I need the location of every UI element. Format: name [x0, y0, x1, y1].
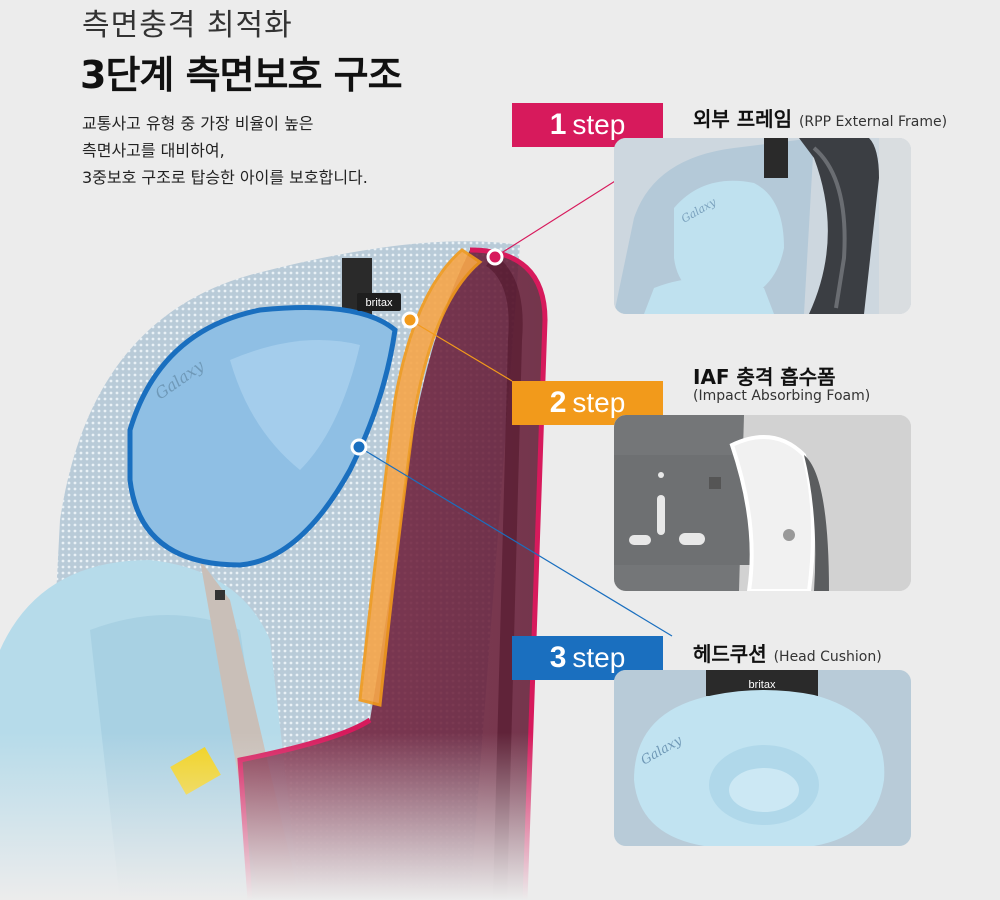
- step-word: step: [572, 109, 626, 140]
- step-number: 3: [549, 641, 567, 674]
- page-title: 3단계 측면보호 구조: [80, 53, 403, 97]
- marker-step1: [486, 248, 504, 266]
- step-number: 2: [549, 386, 567, 419]
- step-word: step: [572, 642, 626, 673]
- brand-tag: britax: [749, 679, 776, 691]
- step-number: 1: [549, 108, 567, 141]
- step3-subtitle: (Head Cushion): [773, 649, 882, 665]
- step3-photo: britax Galaxy: [614, 670, 911, 846]
- step-word: step: [572, 387, 626, 418]
- marker-step3: [350, 438, 368, 456]
- step2-subtitle: (Impact Absorbing Foam): [693, 388, 871, 404]
- step1-label: 외부 프레임 (RPP External Frame): [693, 103, 947, 132]
- page-subtitle: 측면충격 최적화: [82, 8, 293, 43]
- marker-step2: [401, 311, 419, 329]
- description-line: 측면사고를 대비하여,: [82, 141, 225, 160]
- car-seat-illustration: britax Galaxy: [0, 230, 560, 900]
- step1-photo: Galaxy: [614, 138, 911, 314]
- step3-title: 헤드쿠션: [693, 642, 767, 666]
- step2-photo: [614, 415, 911, 591]
- description: 교통사고 유형 중 가장 비율이 높은 측면사고를 대비하여, 3중보호 구조로…: [82, 110, 368, 191]
- step1-title: 외부 프레임: [693, 107, 792, 131]
- description-line: 교통사고 유형 중 가장 비율이 높은: [82, 114, 314, 133]
- step1-subtitle: (RPP External Frame): [798, 114, 948, 130]
- step2-title: IAF 충격 흡수폼: [693, 365, 836, 389]
- step3-label: 헤드쿠션 (Head Cushion): [693, 638, 882, 667]
- description-line: 3중보호 구조로 탑승한 아이를 보호합니다.: [82, 168, 368, 187]
